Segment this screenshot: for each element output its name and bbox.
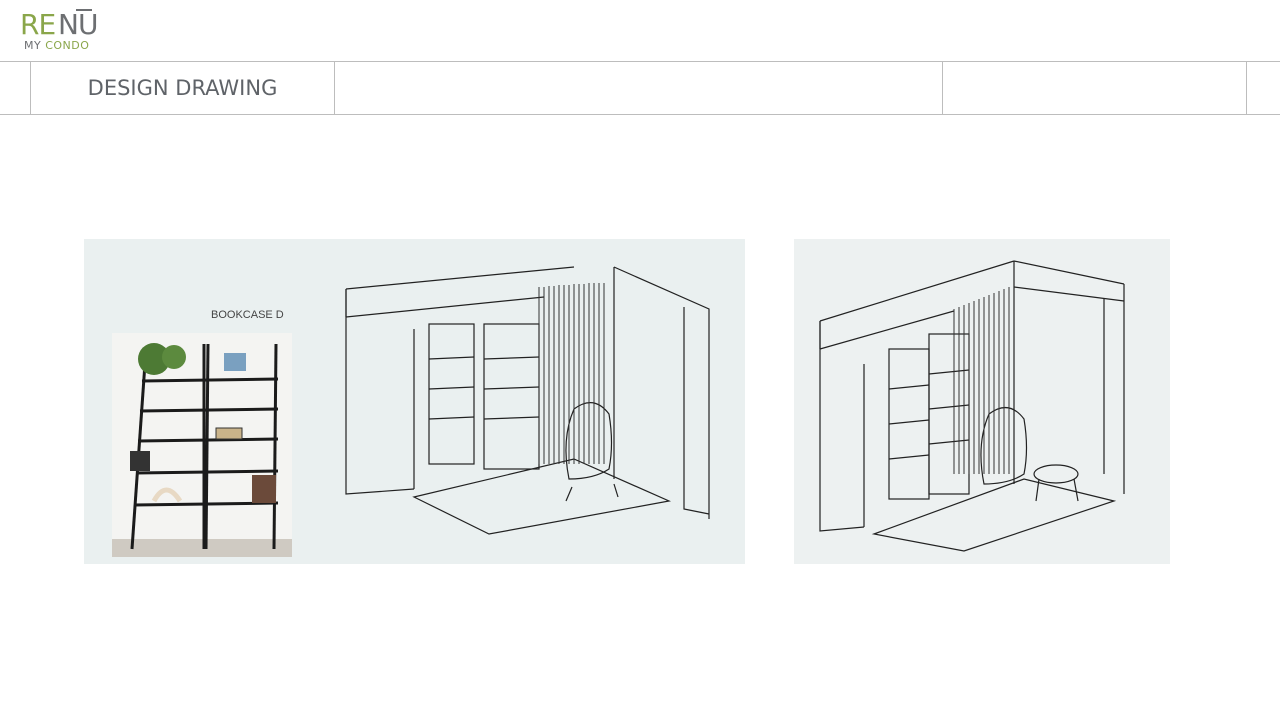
design-drawing-bookcase-d: BOOKCASE D <box>84 239 745 564</box>
page-title: DESIGN DRAWING <box>87 76 278 100</box>
band-divider <box>1246 61 1247 115</box>
logo-macron <box>76 9 92 11</box>
renu-my-condo-logo: RE NU MY CONDO <box>18 8 98 56</box>
title-band <box>0 61 1280 115</box>
room-sketch-left: BOOKCASE D <box>112 266 710 557</box>
logo-condo: CONDO <box>45 39 90 52</box>
logo-my: MY <box>24 39 42 52</box>
bookcase-label: BOOKCASE D <box>211 309 284 321</box>
logo-subtitle: MY CONDO <box>24 39 89 52</box>
room-sketch-right <box>819 260 1125 552</box>
band-divider <box>942 61 943 115</box>
logo-nu: NU <box>58 8 98 41</box>
band-divider <box>334 61 335 115</box>
bookcase-photo <box>112 333 292 557</box>
design-drawing-perspective <box>794 239 1170 564</box>
band-divider <box>30 61 31 115</box>
logo-re: RE <box>20 8 56 41</box>
